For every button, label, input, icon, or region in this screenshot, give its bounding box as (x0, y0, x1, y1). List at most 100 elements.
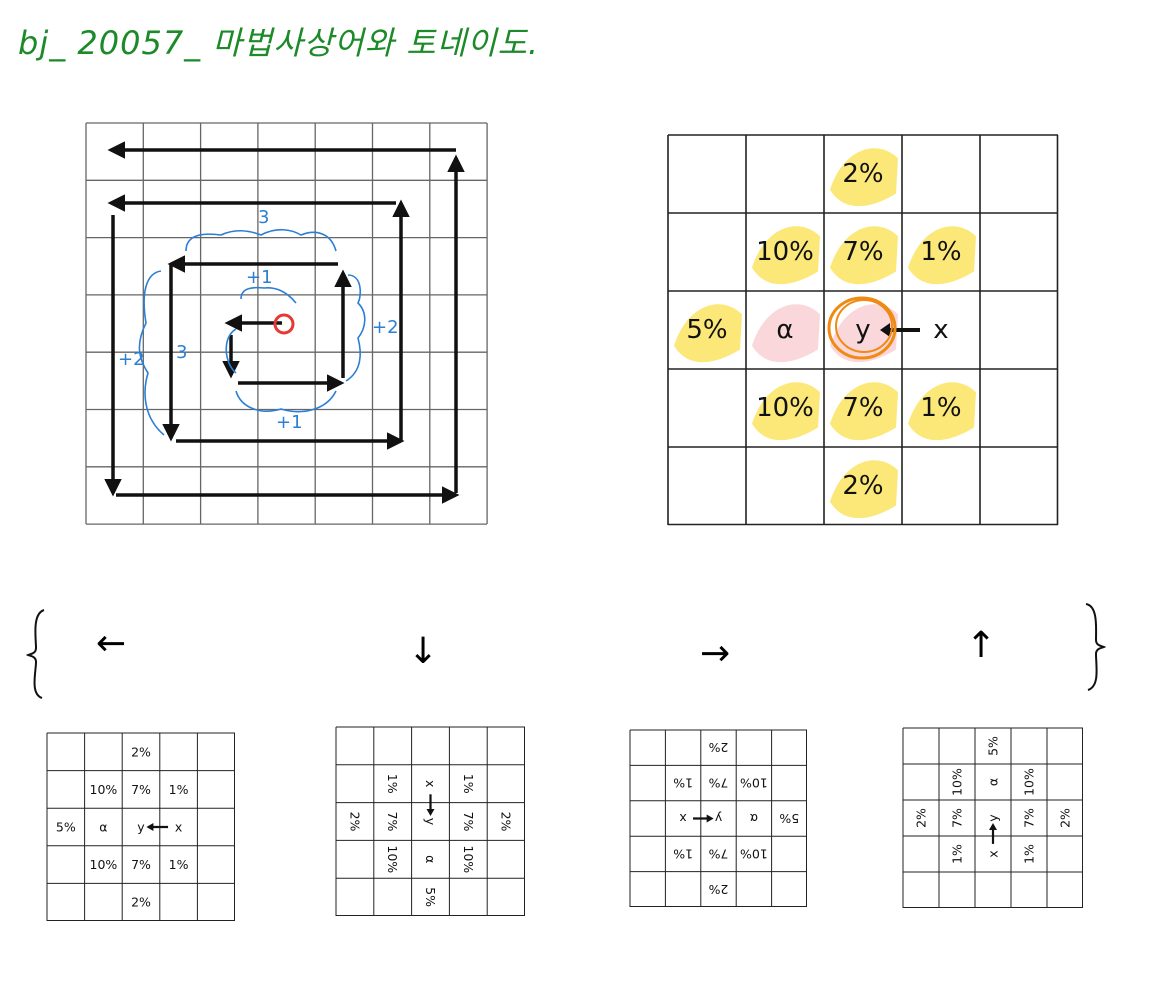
move-arrow-head (989, 823, 997, 830)
annotation-brace (138, 270, 165, 436)
annotation-brace (225, 328, 237, 374)
page-title: bj_ 20057_ 마법사상어와 토네이도. (18, 24, 540, 62)
grid-cell-label: 10% (461, 845, 476, 873)
highlight-mark (830, 460, 898, 519)
annotation-label: 3 (176, 342, 187, 363)
grid-cell-label: x (986, 850, 1001, 857)
annotation-label: +2 (372, 317, 399, 338)
grid-cell-label: y (137, 820, 145, 835)
grid-cell-label: 2% (914, 808, 929, 828)
grid-cell-label: x (933, 315, 948, 345)
spiral-annotations: 3 +1 +2 3 +1 +2 (118, 207, 399, 436)
grid-cell-label: 10% (950, 768, 965, 796)
grid-cell-label: 5% (779, 811, 799, 826)
grid-cell-label: 7% (842, 393, 883, 423)
highlight-marks (674, 148, 976, 519)
grid-cell-label: 10% (1022, 768, 1037, 796)
grid-cell-label: 1% (673, 776, 693, 791)
right-brace (1085, 603, 1107, 691)
move-arrow-head (706, 814, 714, 823)
annotation-label: +1 (246, 267, 273, 288)
move-arrow-head (146, 823, 154, 831)
grid-cell-label: 1% (920, 393, 961, 423)
highlight-mark (830, 382, 898, 441)
grid-cell-label: x (679, 811, 686, 826)
annotation-brace (345, 274, 366, 382)
grid-cell-label: 7% (842, 237, 883, 267)
grid-lines (667, 134, 1059, 526)
direction-left-arrow: ← (96, 623, 127, 664)
highlight-mark (752, 226, 820, 285)
grid-cell-label: 10% (756, 237, 814, 267)
target-circle (827, 296, 897, 360)
grid-cell-label: 1% (673, 846, 693, 861)
grid-cell-label: 10% (740, 846, 768, 861)
annotation-label: 3 (258, 207, 269, 228)
grid-cell-label: 5% (56, 820, 76, 835)
grid-cell-label: y (423, 818, 438, 826)
grid-cell-label: 10% (740, 776, 768, 791)
annotation-label: +2 (118, 349, 145, 370)
spiral-grid (85, 122, 488, 525)
grid-cell-label: 2% (842, 471, 883, 501)
spiral-arrows (104, 141, 465, 504)
grid-cell-label: 1% (169, 857, 189, 872)
grid-cell-label: 5% (686, 315, 727, 345)
left-brace (25, 609, 45, 699)
highlight-mark (830, 226, 898, 285)
grid-cell-label: 1% (385, 774, 400, 794)
grid-cell-label: y (714, 811, 722, 826)
grid-cell-label: 7% (1022, 808, 1037, 828)
grid-cell-label: 1% (920, 237, 961, 267)
highlight-mark (908, 382, 976, 441)
grid-cell-label: α (776, 315, 793, 345)
spiral-diagram: 3 +1 +2 3 +1 +2 (85, 122, 488, 525)
start-point-marker (273, 313, 295, 335)
target-circle (835, 299, 893, 353)
direction-down-arrow: ↓ (408, 631, 439, 672)
grid-cell-label: 7% (461, 812, 476, 832)
grid-cell-label: 2% (131, 895, 151, 910)
grid-cell-label: 5% (986, 736, 1001, 756)
grid-cell-label: 7% (708, 776, 728, 791)
grid-cell-label: 7% (131, 782, 151, 797)
grid-cell-label: 1% (950, 844, 965, 864)
grid-cell-label: 2% (131, 744, 151, 759)
grid-cell-label: 10% (90, 857, 118, 872)
grid-cell-label: 10% (90, 782, 118, 797)
grid-cell-label: α (750, 811, 758, 826)
grid-cell-label: 2% (708, 882, 728, 897)
grid-cell-label: α (99, 820, 107, 835)
grid-cell-label: 1% (1022, 844, 1037, 864)
annotation-brace (235, 390, 337, 413)
direction-up-arrow: ↑ (966, 625, 997, 666)
grid-cell-label: α (423, 855, 438, 863)
small-grid-left: 2% 10% 7% 1% 5% α y x 10% 7% 1% 2% (46, 732, 235, 921)
grid-cell-label: 10% (756, 393, 814, 423)
move-arrow-head (880, 323, 890, 337)
grid-cell-label: x (423, 780, 438, 787)
grid-cell-label: x (175, 820, 182, 835)
annotation-label: +1 (276, 412, 303, 433)
grid-cell-label: 10% (385, 845, 400, 873)
highlight-mark (752, 304, 820, 363)
annotation-brace (185, 228, 337, 252)
grid-cell-label: 2% (1058, 808, 1073, 828)
highlight-mark (830, 148, 898, 207)
annotation-brace (240, 286, 297, 304)
highlight-mark (674, 304, 742, 363)
grid-cell-label: 7% (385, 812, 400, 832)
grid-cell-label: 5% (423, 887, 438, 907)
grid-cell-label: y (855, 315, 870, 345)
grid-cell-label: 7% (131, 857, 151, 872)
grid-cell-label: 1% (169, 782, 189, 797)
grid-cell-label: 2% (708, 740, 728, 755)
highlight-mark (752, 382, 820, 441)
grid-cell-label: 7% (950, 808, 965, 828)
grid-cell-label: 1% (461, 774, 476, 794)
